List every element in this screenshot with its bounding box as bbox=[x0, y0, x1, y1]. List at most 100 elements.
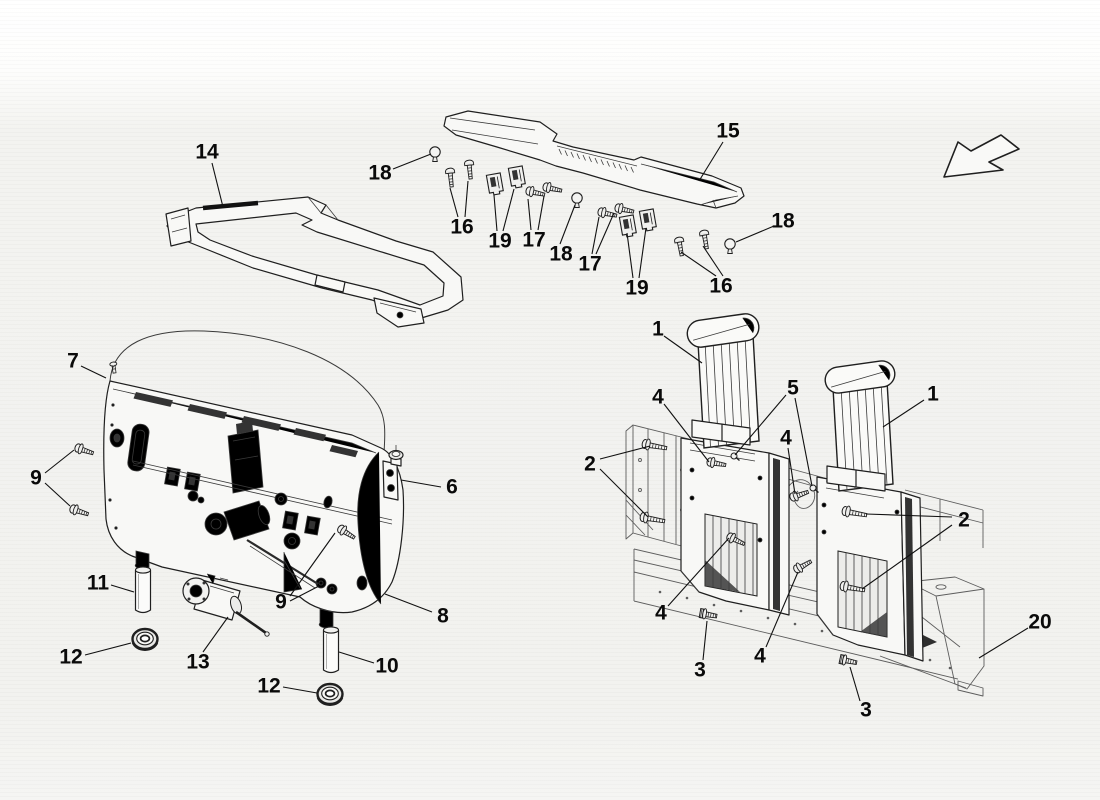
part-callout-16-3[interactable]: 16 bbox=[450, 216, 473, 239]
leader-line-19 bbox=[638, 227, 647, 279]
part-callout-1-21[interactable]: 1 bbox=[652, 318, 664, 341]
screw-part-16 bbox=[673, 235, 687, 258]
part-callout-7-11[interactable]: 7 bbox=[67, 350, 79, 373]
frame-part-14 bbox=[165, 196, 464, 328]
part-callout-12-20[interactable]: 12 bbox=[257, 675, 280, 698]
leader-line-14 bbox=[211, 162, 224, 208]
part-callout-3-31[interactable]: 3 bbox=[860, 699, 872, 722]
ball-stud-part-18 bbox=[571, 192, 583, 209]
part-callout-9-15[interactable]: 9 bbox=[275, 591, 287, 614]
part-callout-19-4[interactable]: 19 bbox=[488, 230, 511, 253]
screw-part-4 bbox=[791, 555, 814, 576]
clip-part-19 bbox=[618, 214, 638, 239]
leader-line-5 bbox=[794, 397, 813, 487]
leader-line-11 bbox=[110, 584, 135, 593]
screw-part-9 bbox=[73, 441, 96, 459]
clip-part-19 bbox=[507, 165, 527, 190]
part-callout-15-2[interactable]: 15 bbox=[716, 120, 740, 143]
part-callout-4-24[interactable]: 4 bbox=[780, 427, 792, 450]
leader-line-20 bbox=[978, 627, 1029, 659]
left-carrier-bracket bbox=[680, 437, 790, 616]
leader-line-10 bbox=[338, 651, 375, 664]
leader-line-17 bbox=[527, 198, 532, 231]
part-callout-4-28[interactable]: 4 bbox=[655, 602, 667, 625]
leader-line-16 bbox=[449, 187, 459, 218]
part-callout-19-8[interactable]: 19 bbox=[625, 277, 648, 300]
leader-line-19 bbox=[493, 194, 498, 232]
leader-line-4 bbox=[787, 447, 796, 495]
leader-line-9 bbox=[44, 482, 71, 507]
part-callout-18-1[interactable]: 18 bbox=[368, 162, 392, 185]
screw-part-2 bbox=[638, 510, 667, 527]
screw-part-16 bbox=[698, 228, 712, 251]
right-carrier-bracket bbox=[816, 476, 937, 662]
leader-line-16 bbox=[464, 180, 469, 218]
cover-strip-part-15 bbox=[443, 110, 745, 209]
part-callout-8-14[interactable]: 8 bbox=[437, 605, 449, 628]
leader-line-16 bbox=[680, 251, 717, 277]
leader-line-18 bbox=[392, 153, 432, 170]
part-callout-5-23[interactable]: 5 bbox=[787, 377, 799, 400]
leader-line-2 bbox=[865, 513, 953, 518]
part-callout-20-32[interactable]: 20 bbox=[1028, 611, 1051, 634]
pin-part-10 bbox=[322, 626, 340, 674]
leader-line-7 bbox=[80, 365, 107, 379]
part-callout-10-19[interactable]: 10 bbox=[375, 655, 398, 678]
ball-stud-part-18 bbox=[724, 238, 736, 255]
roll-bar-assembly bbox=[638, 313, 937, 669]
part-callout-17-7[interactable]: 17 bbox=[578, 253, 601, 276]
leader-line-5 bbox=[734, 394, 787, 456]
roll-over-bar-part-1-right bbox=[824, 360, 896, 492]
part-callout-2-27[interactable]: 2 bbox=[958, 509, 970, 532]
part-callout-11-16[interactable]: 11 bbox=[87, 572, 110, 595]
leader-line-2 bbox=[599, 468, 649, 518]
part-callout-9-12[interactable]: 9 bbox=[30, 467, 42, 490]
leader-line-16 bbox=[702, 245, 724, 277]
leader-line-19 bbox=[502, 188, 515, 232]
roll-over-bar-part-1-left bbox=[686, 313, 760, 449]
part-callout-1-25[interactable]: 1 bbox=[927, 383, 939, 406]
leader-line-2 bbox=[861, 524, 953, 590]
part-callout-13-18[interactable]: 13 bbox=[186, 651, 209, 674]
part-callout-6-13[interactable]: 6 bbox=[446, 476, 458, 499]
part-callout-18-6[interactable]: 18 bbox=[549, 243, 573, 266]
leader-line-12 bbox=[84, 642, 132, 656]
leader-line-17 bbox=[537, 195, 545, 231]
direction-arrow-icon bbox=[943, 134, 1020, 178]
leader-line-1 bbox=[663, 335, 703, 364]
motor-part-13 bbox=[182, 573, 270, 637]
pin-part-11 bbox=[134, 566, 152, 614]
leader-line-13 bbox=[202, 616, 229, 653]
part-callout-3-30[interactable]: 3 bbox=[694, 659, 706, 682]
leader-line-8 bbox=[384, 593, 433, 613]
leader-line-17 bbox=[595, 212, 615, 255]
leader-line-4 bbox=[765, 571, 799, 648]
part-callout-12-17[interactable]: 12 bbox=[59, 646, 82, 669]
grommet-part-12 bbox=[131, 627, 159, 651]
part-callout-17-5[interactable]: 17 bbox=[522, 229, 545, 252]
panel-inner-details bbox=[108, 403, 393, 629]
mounted-motor bbox=[204, 500, 319, 593]
leader-line-9 bbox=[289, 532, 336, 597]
leader-line-4 bbox=[667, 537, 730, 607]
part-callout-4-29[interactable]: 4 bbox=[754, 645, 766, 668]
leader-line-18 bbox=[735, 225, 775, 243]
part-callout-16-9[interactable]: 16 bbox=[709, 275, 732, 298]
screw-part-16 bbox=[463, 159, 476, 180]
rear-glass-outline bbox=[109, 330, 386, 457]
grommet-part-12 bbox=[316, 682, 344, 706]
leader-line-3 bbox=[849, 666, 861, 702]
leader-line-1 bbox=[882, 399, 925, 428]
bolt-part-3 bbox=[838, 653, 859, 669]
stud-part-7 bbox=[109, 361, 118, 374]
leader-line-17 bbox=[591, 216, 600, 255]
part-callout-18-10[interactable]: 18 bbox=[771, 210, 795, 233]
leader-line-9 bbox=[44, 449, 75, 474]
screw-part-16 bbox=[444, 167, 457, 188]
part-callout-14-0[interactable]: 14 bbox=[195, 141, 219, 164]
part-callout-2-26[interactable]: 2 bbox=[584, 453, 596, 476]
leader-line-4 bbox=[663, 403, 710, 463]
part-callout-4-22[interactable]: 4 bbox=[652, 386, 664, 409]
leader-line-19 bbox=[626, 232, 634, 279]
